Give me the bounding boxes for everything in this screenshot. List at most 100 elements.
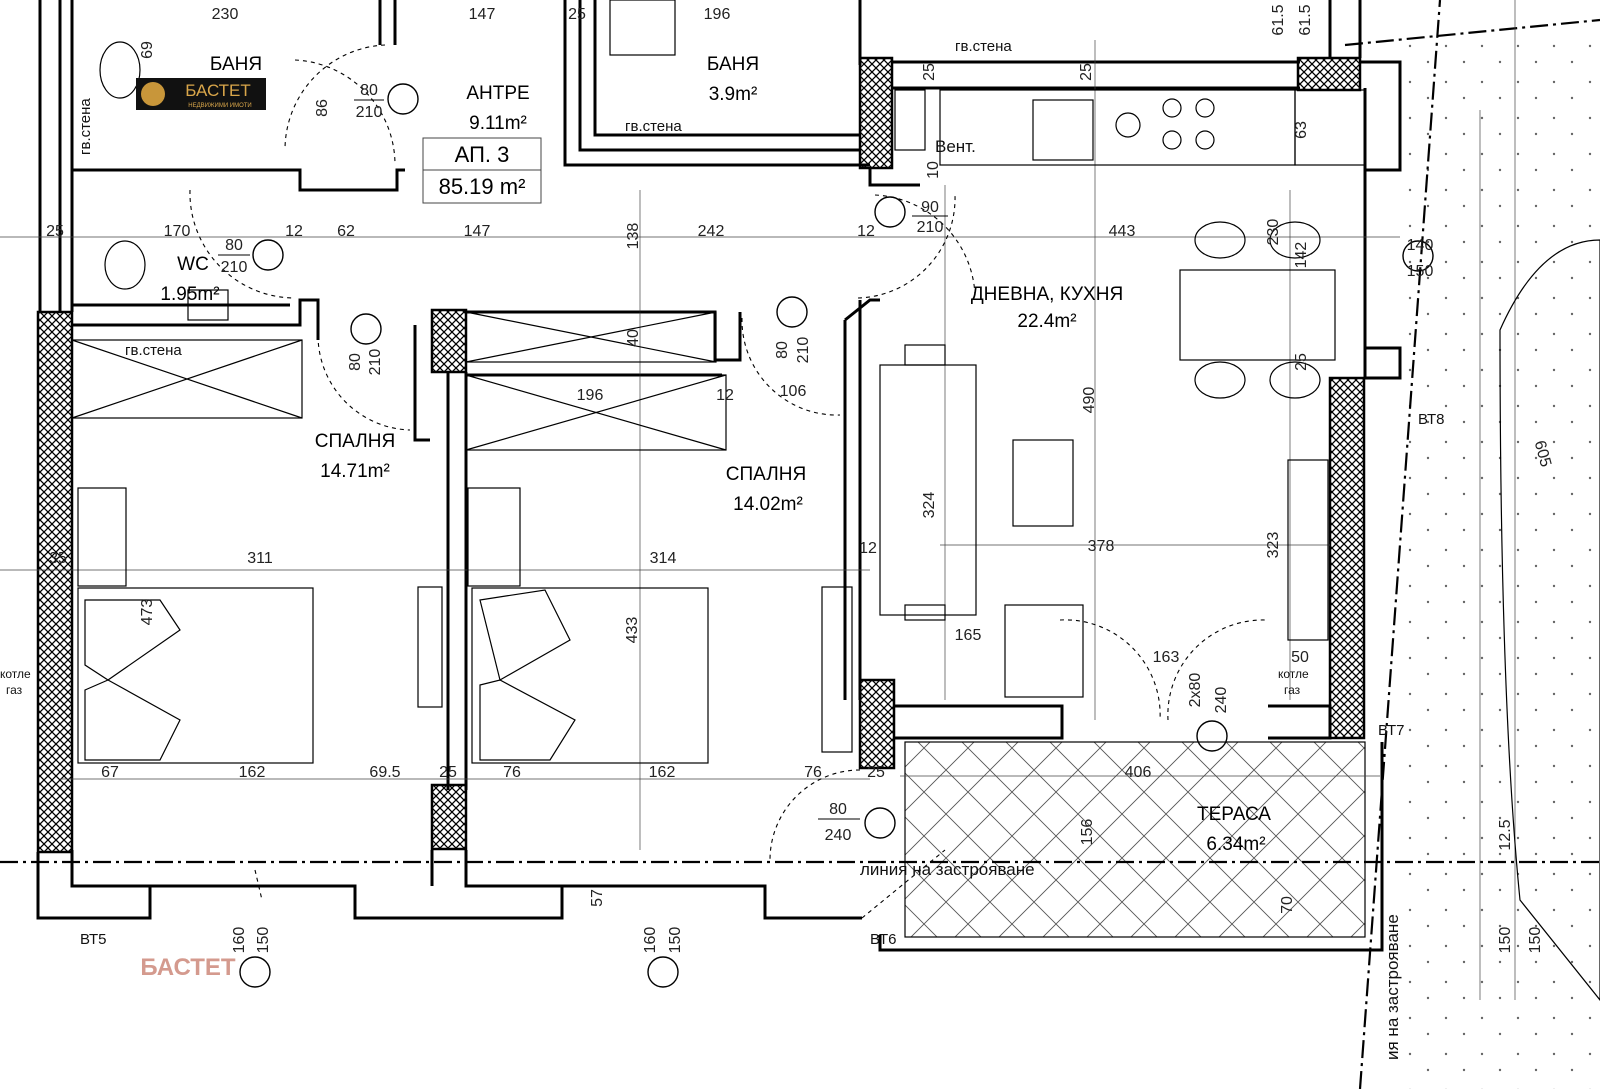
watermark: БАСТЕТ bbox=[140, 954, 235, 981]
svg-text:311: 311 bbox=[247, 550, 273, 567]
room-hall-name: АНТРЕ bbox=[466, 83, 529, 104]
svg-text:86: 86 bbox=[314, 99, 331, 117]
svg-text:50: 50 bbox=[1291, 649, 1309, 666]
room-bath-right-area: 3.9m² bbox=[709, 84, 758, 105]
svg-text:70: 70 bbox=[1279, 896, 1296, 914]
svg-text:240: 240 bbox=[1213, 687, 1230, 714]
svg-text:25: 25 bbox=[921, 63, 938, 81]
svg-text:406: 406 bbox=[1125, 764, 1152, 781]
svg-text:150: 150 bbox=[1527, 927, 1544, 954]
svg-text:433: 433 bbox=[624, 617, 641, 644]
marker-bt5: ВТ5 bbox=[80, 931, 107, 948]
left-outer-wall bbox=[36, 310, 74, 854]
svg-text:230: 230 bbox=[1265, 219, 1282, 246]
svg-text:63: 63 bbox=[1293, 121, 1310, 139]
svg-text:324: 324 bbox=[921, 492, 938, 519]
svg-text:35: 35 bbox=[49, 550, 67, 567]
note-build-line-vertical: ия на застрояване bbox=[1383, 914, 1402, 1060]
svg-text:25: 25 bbox=[46, 223, 64, 240]
svg-text:80: 80 bbox=[360, 82, 378, 99]
column-2 bbox=[1296, 56, 1362, 92]
svg-text:80: 80 bbox=[829, 801, 847, 818]
room-labels: БАНЯ АНТРЕ 9.11m² БАНЯ 3.9m² WC 1.95m² С… bbox=[160, 54, 1271, 855]
svg-text:12.5: 12.5 bbox=[1497, 819, 1514, 850]
svg-text:25: 25 bbox=[568, 6, 586, 23]
door-swings bbox=[189, 44, 1266, 919]
terrace-slab bbox=[904, 741, 1366, 938]
svg-text:140: 140 bbox=[1407, 237, 1434, 254]
note-gv-stena-1: гв.стена bbox=[955, 38, 1012, 55]
svg-text:160: 160 bbox=[231, 927, 248, 954]
svg-text:2x80: 2x80 bbox=[1187, 673, 1204, 708]
svg-text:230: 230 bbox=[212, 6, 239, 23]
svg-text:142: 142 bbox=[1293, 242, 1310, 269]
svg-text:80: 80 bbox=[347, 353, 364, 371]
svg-text:163: 163 bbox=[1153, 649, 1180, 666]
svg-text:490: 490 bbox=[1081, 387, 1098, 414]
marker-bt6: ВТ6 bbox=[870, 931, 897, 948]
svg-text:210: 210 bbox=[356, 104, 383, 121]
note-kotle-right: котле bbox=[1278, 667, 1309, 681]
logo-text: БАСТЕТ bbox=[185, 81, 251, 100]
svg-text:473: 473 bbox=[139, 599, 156, 626]
svg-text:196: 196 bbox=[704, 6, 731, 23]
svg-text:378: 378 bbox=[1088, 538, 1115, 555]
svg-text:162: 162 bbox=[239, 764, 266, 781]
svg-text:210: 210 bbox=[367, 349, 384, 376]
note-build-line: линия на застрояване bbox=[860, 860, 1035, 879]
svg-text:138: 138 bbox=[625, 223, 642, 250]
site-ground bbox=[1400, 40, 1600, 1089]
svg-text:196: 196 bbox=[577, 387, 604, 404]
svg-text:76: 76 bbox=[804, 764, 822, 781]
svg-text:90: 90 bbox=[921, 199, 939, 216]
logo-subtitle: НЕДВИЖИМИ ИМОТИ bbox=[188, 103, 252, 109]
svg-text:165: 165 bbox=[955, 627, 982, 644]
dimensions: 230 147 25 196 61.5 61.5 25 170 12 62 14… bbox=[46, 4, 1554, 953]
svg-text:150: 150 bbox=[255, 927, 272, 954]
room-bedroom2-name: СПАЛНЯ bbox=[726, 464, 806, 485]
column-4 bbox=[430, 783, 468, 851]
svg-text:210: 210 bbox=[221, 259, 248, 276]
svg-text:106: 106 bbox=[780, 383, 807, 400]
svg-text:25: 25 bbox=[1078, 63, 1095, 81]
room-bath-left-name: БАНЯ bbox=[210, 54, 262, 75]
svg-text:314: 314 bbox=[650, 550, 677, 567]
grid-lines bbox=[0, 0, 1516, 1000]
column-3 bbox=[430, 308, 468, 374]
svg-text:67: 67 bbox=[101, 764, 119, 781]
svg-text:25: 25 bbox=[867, 764, 885, 781]
room-living-name: ДНЕВНА, КУХНЯ bbox=[971, 284, 1123, 305]
note-gaz-right: газ bbox=[1284, 683, 1301, 697]
apartment-badge: АП. 3 85.19 m² bbox=[422, 137, 542, 204]
room-terrace-area: 6.34m² bbox=[1206, 834, 1265, 855]
building-line-axis-vertical bbox=[1358, 0, 1442, 1089]
svg-text:240: 240 bbox=[825, 827, 852, 844]
room-wc-name: WC bbox=[177, 254, 209, 275]
furniture bbox=[71, 0, 1600, 1001]
svg-text:10: 10 bbox=[925, 161, 942, 179]
column-5 bbox=[858, 678, 896, 770]
svg-text:147: 147 bbox=[469, 6, 496, 23]
svg-text:76: 76 bbox=[503, 764, 521, 781]
note-gv-stena-3: гв.стена bbox=[125, 342, 182, 359]
door-markers bbox=[239, 83, 1434, 988]
svg-text:156: 156 bbox=[1079, 819, 1096, 846]
apartment-area: 85.19 m² bbox=[439, 174, 526, 199]
svg-text:80: 80 bbox=[774, 341, 791, 359]
note-gv-stena-4: гв.стена bbox=[77, 98, 94, 155]
svg-text:605: 605 bbox=[1531, 439, 1554, 469]
bastet-logo: БАСТЕТ НЕДВИЖИМИ ИМОТИ bbox=[136, 78, 266, 110]
svg-text:69: 69 bbox=[139, 41, 156, 59]
svg-text:150: 150 bbox=[1407, 263, 1434, 280]
window-labels: 160 150 160 150 bbox=[231, 927, 684, 954]
svg-text:12: 12 bbox=[857, 223, 875, 240]
room-living-area: 22.4m² bbox=[1017, 311, 1076, 332]
svg-text:61.5: 61.5 bbox=[1270, 4, 1287, 35]
room-wc-area: 1.95m² bbox=[160, 284, 219, 305]
survey-markers: ВТ5 ВТ6 ВТ7 ВТ8 bbox=[80, 411, 1445, 948]
svg-text:147: 147 bbox=[464, 223, 491, 240]
svg-text:62: 62 bbox=[337, 223, 355, 240]
room-bedroom1-name: СПАЛНЯ bbox=[315, 431, 395, 452]
